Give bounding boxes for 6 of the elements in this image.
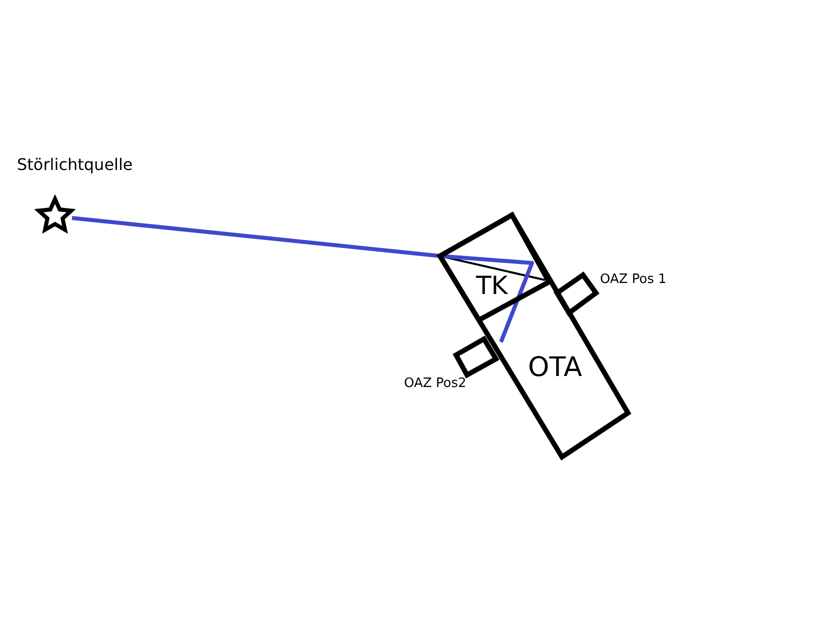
light-ray (72, 216, 440, 258)
position-label: OAZ Pos 1 (600, 273, 666, 286)
light-source-label: Störlichtquelle (17, 157, 133, 173)
section-label: TK (476, 273, 508, 298)
position-label: OAZ Pos2 (404, 377, 466, 390)
tube-label: OTA (528, 354, 582, 381)
